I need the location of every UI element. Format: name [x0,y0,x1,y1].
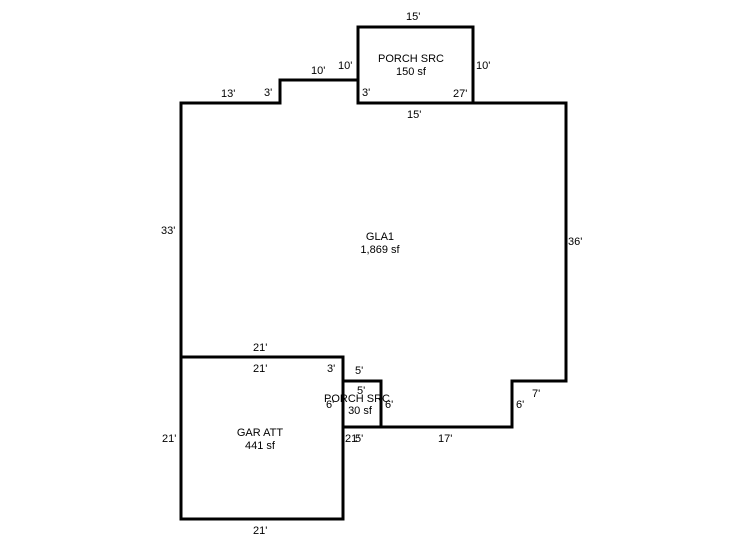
porch-top-outline [356,25,475,105]
porch-small-name: PORCH SRC [324,393,390,405]
porch-top-size: 150 sf [396,66,427,78]
dim-gar-right: 21' [345,433,359,445]
dim-gar-top-outer: 21' [253,342,267,354]
dim-gla-bottom: 17' [438,433,452,445]
dim-porch-small-right: 6' [385,399,393,411]
dim-gla-top-right: 27' [453,88,467,100]
dim-gla-notch-side: 6' [516,399,524,411]
dim-porch-top-top: 15' [406,11,420,23]
dim-gla-top-left: 13' [221,88,235,100]
garage-name: GAR ATT [237,427,284,439]
porch-small-outline [341,379,383,429]
gla1-size: 1,869 sf [360,244,400,256]
dim-porch-small-inner: 5' [357,385,365,397]
dim-gar-corner-step: 3' [327,363,335,375]
dim-porch-small-left: 6' [326,399,334,411]
dim-gla-step-left: 3' [264,87,272,99]
dim-gla-left: 33' [161,225,175,237]
dim-gar-left: 21' [162,433,176,445]
dim-porch-small-top: 5' [355,365,363,377]
dim-porch-small-bottom: 5' [355,433,363,445]
dim-porch-top-right: 10' [476,60,490,72]
garage-outline [179,355,345,521]
dim-gar-bottom: 21' [253,525,267,537]
gla1-name: GLA1 [366,231,394,243]
porch-top-name: PORCH SRC [378,53,444,65]
dim-porch-top-step: 3' [362,87,370,99]
dim-gar-top-inner: 21' [253,363,267,375]
porch-small-size: 30 sf [348,405,373,417]
dim-gla-step-top: 10' [311,65,325,77]
dim-gla-notch-top: 7' [532,388,540,400]
dim-porch-top-left: 10' [338,60,352,72]
dim-gla-right: 36' [568,236,582,248]
garage-size: 441 sf [245,440,276,452]
dim-porch-top-bottom: 15' [407,109,421,121]
